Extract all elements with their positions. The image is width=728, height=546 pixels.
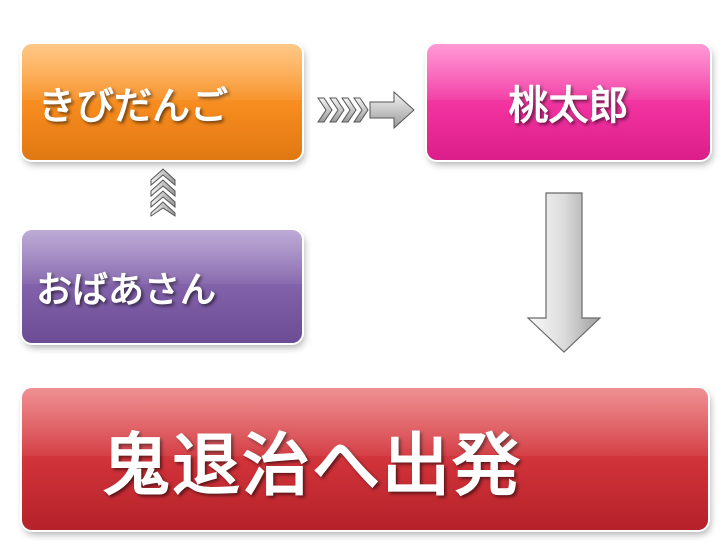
block-arrow-down (526, 192, 602, 353)
node-momotaro-label: 桃太郎 (508, 83, 629, 129)
node-kibidango[interactable]: きびだんご (22, 44, 302, 160)
chevron-up-arrow (150, 168, 176, 217)
node-oni-taiji[interactable]: 鬼退治へ出発 (22, 388, 708, 530)
node-momotaro[interactable]: 桃太郎 (427, 44, 710, 160)
chevron-right-arrow (317, 90, 415, 130)
node-obaasan-label: おばあさん (36, 269, 217, 311)
node-kibidango-label: きびだんご (38, 83, 229, 128)
node-oni-taiji-label: 鬼退治へ出発 (102, 426, 523, 506)
node-obaasan[interactable]: おばあさん (22, 230, 302, 343)
